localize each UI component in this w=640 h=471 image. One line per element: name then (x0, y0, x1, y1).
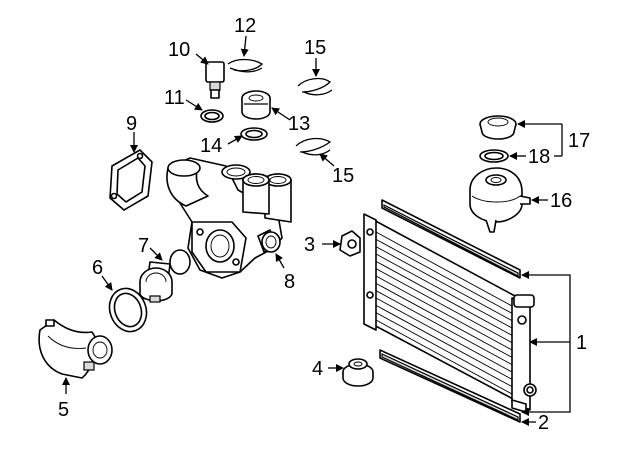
reservoir-cap (479, 115, 517, 140)
callout-3: 3 (304, 234, 315, 256)
coolant-pipe (38, 319, 113, 379)
callout-15-lower: 15 (332, 165, 354, 187)
callout-13: 13 (288, 113, 310, 135)
rubber-mount (342, 358, 374, 387)
callout-10: 10 (168, 39, 190, 61)
callout-15-upper: 15 (304, 37, 326, 59)
coolant-flange-housing (166, 157, 292, 279)
radiator-fin (375, 312, 513, 388)
flange-gasket (109, 149, 153, 211)
mount-bracket (339, 230, 361, 257)
radiator-fin (375, 319, 513, 395)
radiator-fin (375, 290, 513, 366)
callout-17: 17 (568, 130, 590, 152)
callout-5: 5 (58, 399, 69, 421)
coolant-reservoir (469, 167, 531, 233)
radiator-fin (375, 253, 513, 329)
gasket-ring (108, 287, 148, 333)
callout-14: 14 (200, 135, 222, 157)
radiator-fin (375, 275, 513, 351)
callout-16: 16 (550, 190, 572, 212)
housing-plug (241, 90, 271, 120)
callout-4: 4 (312, 358, 323, 380)
callout-8: 8 (284, 271, 295, 293)
callout-18: 18 (528, 146, 550, 168)
radiator (363, 199, 537, 413)
radiator-fin (375, 231, 513, 307)
radiator-fin (375, 282, 513, 358)
callout-6: 6 (92, 257, 103, 279)
radiator-fin (375, 238, 513, 314)
callout-12: 12 (234, 15, 256, 37)
radiator-fin (375, 304, 513, 380)
callout-1: 1 (576, 332, 587, 354)
callout-9: 9 (126, 113, 137, 135)
retaining-clip-top (227, 58, 264, 73)
radiator-fin (375, 260, 513, 336)
retaining-clip-upper (297, 77, 333, 96)
sensor-seal-ring (200, 109, 224, 123)
radiator-fin (375, 268, 513, 344)
temperature-sensor (205, 61, 225, 99)
cap-seal-ring (479, 149, 509, 163)
plug-seal-ring (240, 127, 268, 141)
radiator-fin (375, 297, 513, 373)
callout-11: 11 (164, 87, 185, 109)
thermostat (139, 249, 191, 303)
leader-lines (62, 35, 571, 426)
lower-seal-strip (379, 349, 521, 423)
retaining-clip-lower (295, 137, 332, 156)
callout-2: 2 (538, 412, 549, 434)
radiator-fin (375, 246, 513, 322)
callout-7: 7 (138, 235, 149, 257)
